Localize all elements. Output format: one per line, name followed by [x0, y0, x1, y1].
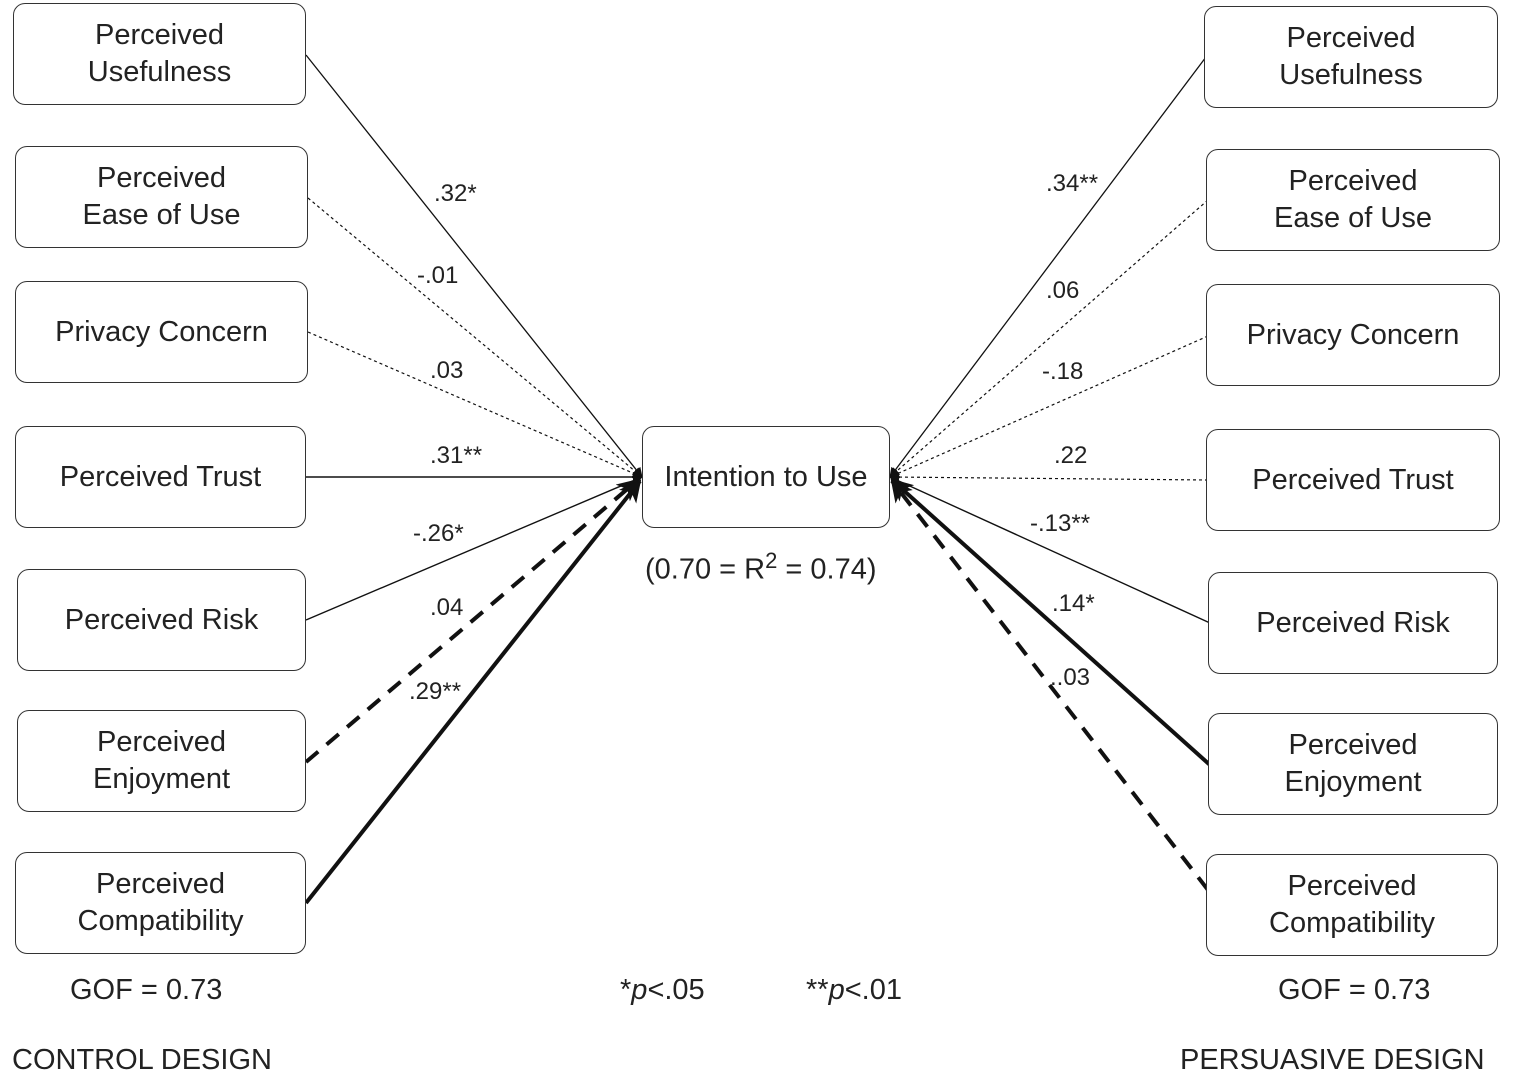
legend-p01-stars: **	[806, 974, 829, 1006]
control-coef-risk: -.26*	[413, 520, 464, 547]
edge-control-risk	[305, 475, 643, 621]
edge-control-compatibility	[304, 479, 642, 905]
legend-p01-p: p	[828, 974, 845, 1006]
persuasive-box-enjoyment: Perceived Enjoyment	[1208, 713, 1498, 815]
control-coef-compatibility: .29**	[409, 678, 462, 705]
persuasive-coef-privacy: -.18	[1042, 358, 1084, 385]
control-box-privacy-concern: Privacy Concern	[15, 281, 308, 383]
persuasive-box-usefulness: Perceived Usefulness	[1204, 6, 1498, 108]
edge-persuasive-risk	[889, 476, 1211, 624]
edge-persuasive-enjoyment	[890, 478, 1212, 767]
persuasive-box-compatibility: Perceived Compatibility	[1206, 854, 1498, 956]
legend-p05-rest: <.05	[647, 974, 705, 1006]
control-design-title: CONTROL DESIGN	[12, 1044, 272, 1076]
r2-superscript: 2	[765, 548, 778, 573]
persuasive-design-title: PERSUASIVE DESIGN	[1180, 1044, 1485, 1076]
control-coef-enjoyment: .04	[430, 594, 464, 621]
edge-control-privacy	[307, 331, 643, 479]
control-box-enjoyment: Perceived Enjoyment	[17, 710, 306, 812]
persuasive-gof: GOF = 0.73	[1278, 974, 1431, 1006]
edge-persuasive-usefulness	[889, 56, 1207, 478]
edge-persuasive-ease	[889, 199, 1209, 478]
persuasive-coef-ease-of-use: .06	[1046, 277, 1080, 304]
edge-persuasive-trust	[889, 472, 1209, 483]
control-coef-trust: .31**	[430, 442, 483, 469]
persuasive-coef-risk: -.13**	[1030, 510, 1091, 537]
control-box-risk: Perceived Risk	[17, 569, 306, 671]
persuasive-coef-usefulness: .34**	[1046, 170, 1099, 197]
control-coef-privacy: .03	[430, 357, 464, 384]
persuasive-box-risk: Perceived Risk	[1208, 572, 1498, 674]
r-squared-label: (0.70 = R2 = 0.74)	[645, 548, 877, 587]
persuasive-box-ease-of-use: Perceived Ease of Use	[1206, 149, 1500, 251]
persuasive-box-trust: Perceived Trust	[1206, 429, 1500, 531]
legend-p05: *p<.05	[620, 974, 705, 1007]
persuasive-coef-compatibility: ..03	[1050, 664, 1091, 691]
legend-p01-rest: <.01	[844, 974, 902, 1006]
control-coef-usefulness: .32*	[434, 180, 477, 207]
control-box-usefulness: Perceived Usefulness	[13, 3, 306, 105]
control-box-ease-of-use: Perceived Ease of Use	[15, 146, 308, 248]
legend-p05-stars: *	[620, 974, 632, 1006]
intention-to-use-box: Intention to Use	[642, 426, 890, 528]
r2-end: = 0.74)	[777, 553, 877, 586]
persuasive-coef-trust: .22	[1054, 442, 1088, 469]
edge-control-enjoyment	[304, 478, 640, 764]
persuasive-coef-enjoyment: .14*	[1052, 590, 1095, 617]
control-gof: GOF = 0.73	[70, 974, 223, 1006]
persuasive-box-privacy-concern: Privacy Concern	[1206, 284, 1500, 386]
control-box-compatibility: Perceived Compatibility	[15, 852, 306, 954]
legend-p05-p: p	[631, 974, 648, 1006]
edge-control-usefulness	[305, 54, 643, 478]
r2-text: (0.70 = R	[645, 553, 766, 586]
edge-persuasive-compatibility	[890, 479, 1210, 892]
legend-p01: **p<.01	[806, 974, 902, 1007]
control-box-trust: Perceived Trust	[15, 426, 306, 528]
edge-persuasive-privacy	[889, 335, 1209, 478]
edge-control-ease	[307, 197, 643, 478]
control-coef-ease-of-use: -.01	[417, 262, 459, 289]
